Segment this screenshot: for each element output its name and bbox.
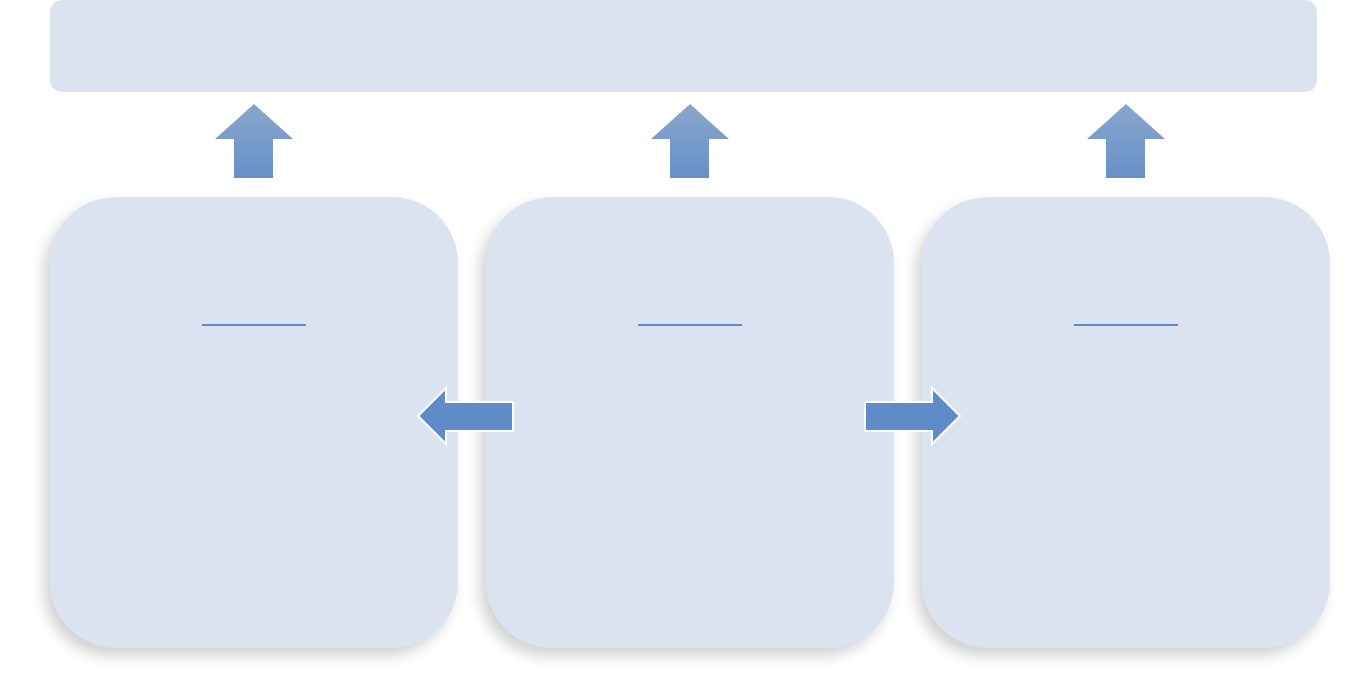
right-arrow-icon [864, 385, 962, 447]
up-arrows [215, 104, 1165, 178]
up-arrow-icon-middle [651, 104, 729, 178]
panel-middle-rule [638, 324, 742, 326]
panel-middle [486, 197, 894, 648]
top-bar [50, 0, 1317, 92]
panel-right-rule [1074, 324, 1178, 326]
panel-right [922, 197, 1330, 648]
up-arrow-icon-right [1087, 104, 1165, 178]
up-arrow-icon-left [215, 104, 293, 178]
left-arrow-icon [416, 385, 514, 447]
panel-left [50, 197, 458, 648]
panel-left-rule [202, 324, 306, 326]
